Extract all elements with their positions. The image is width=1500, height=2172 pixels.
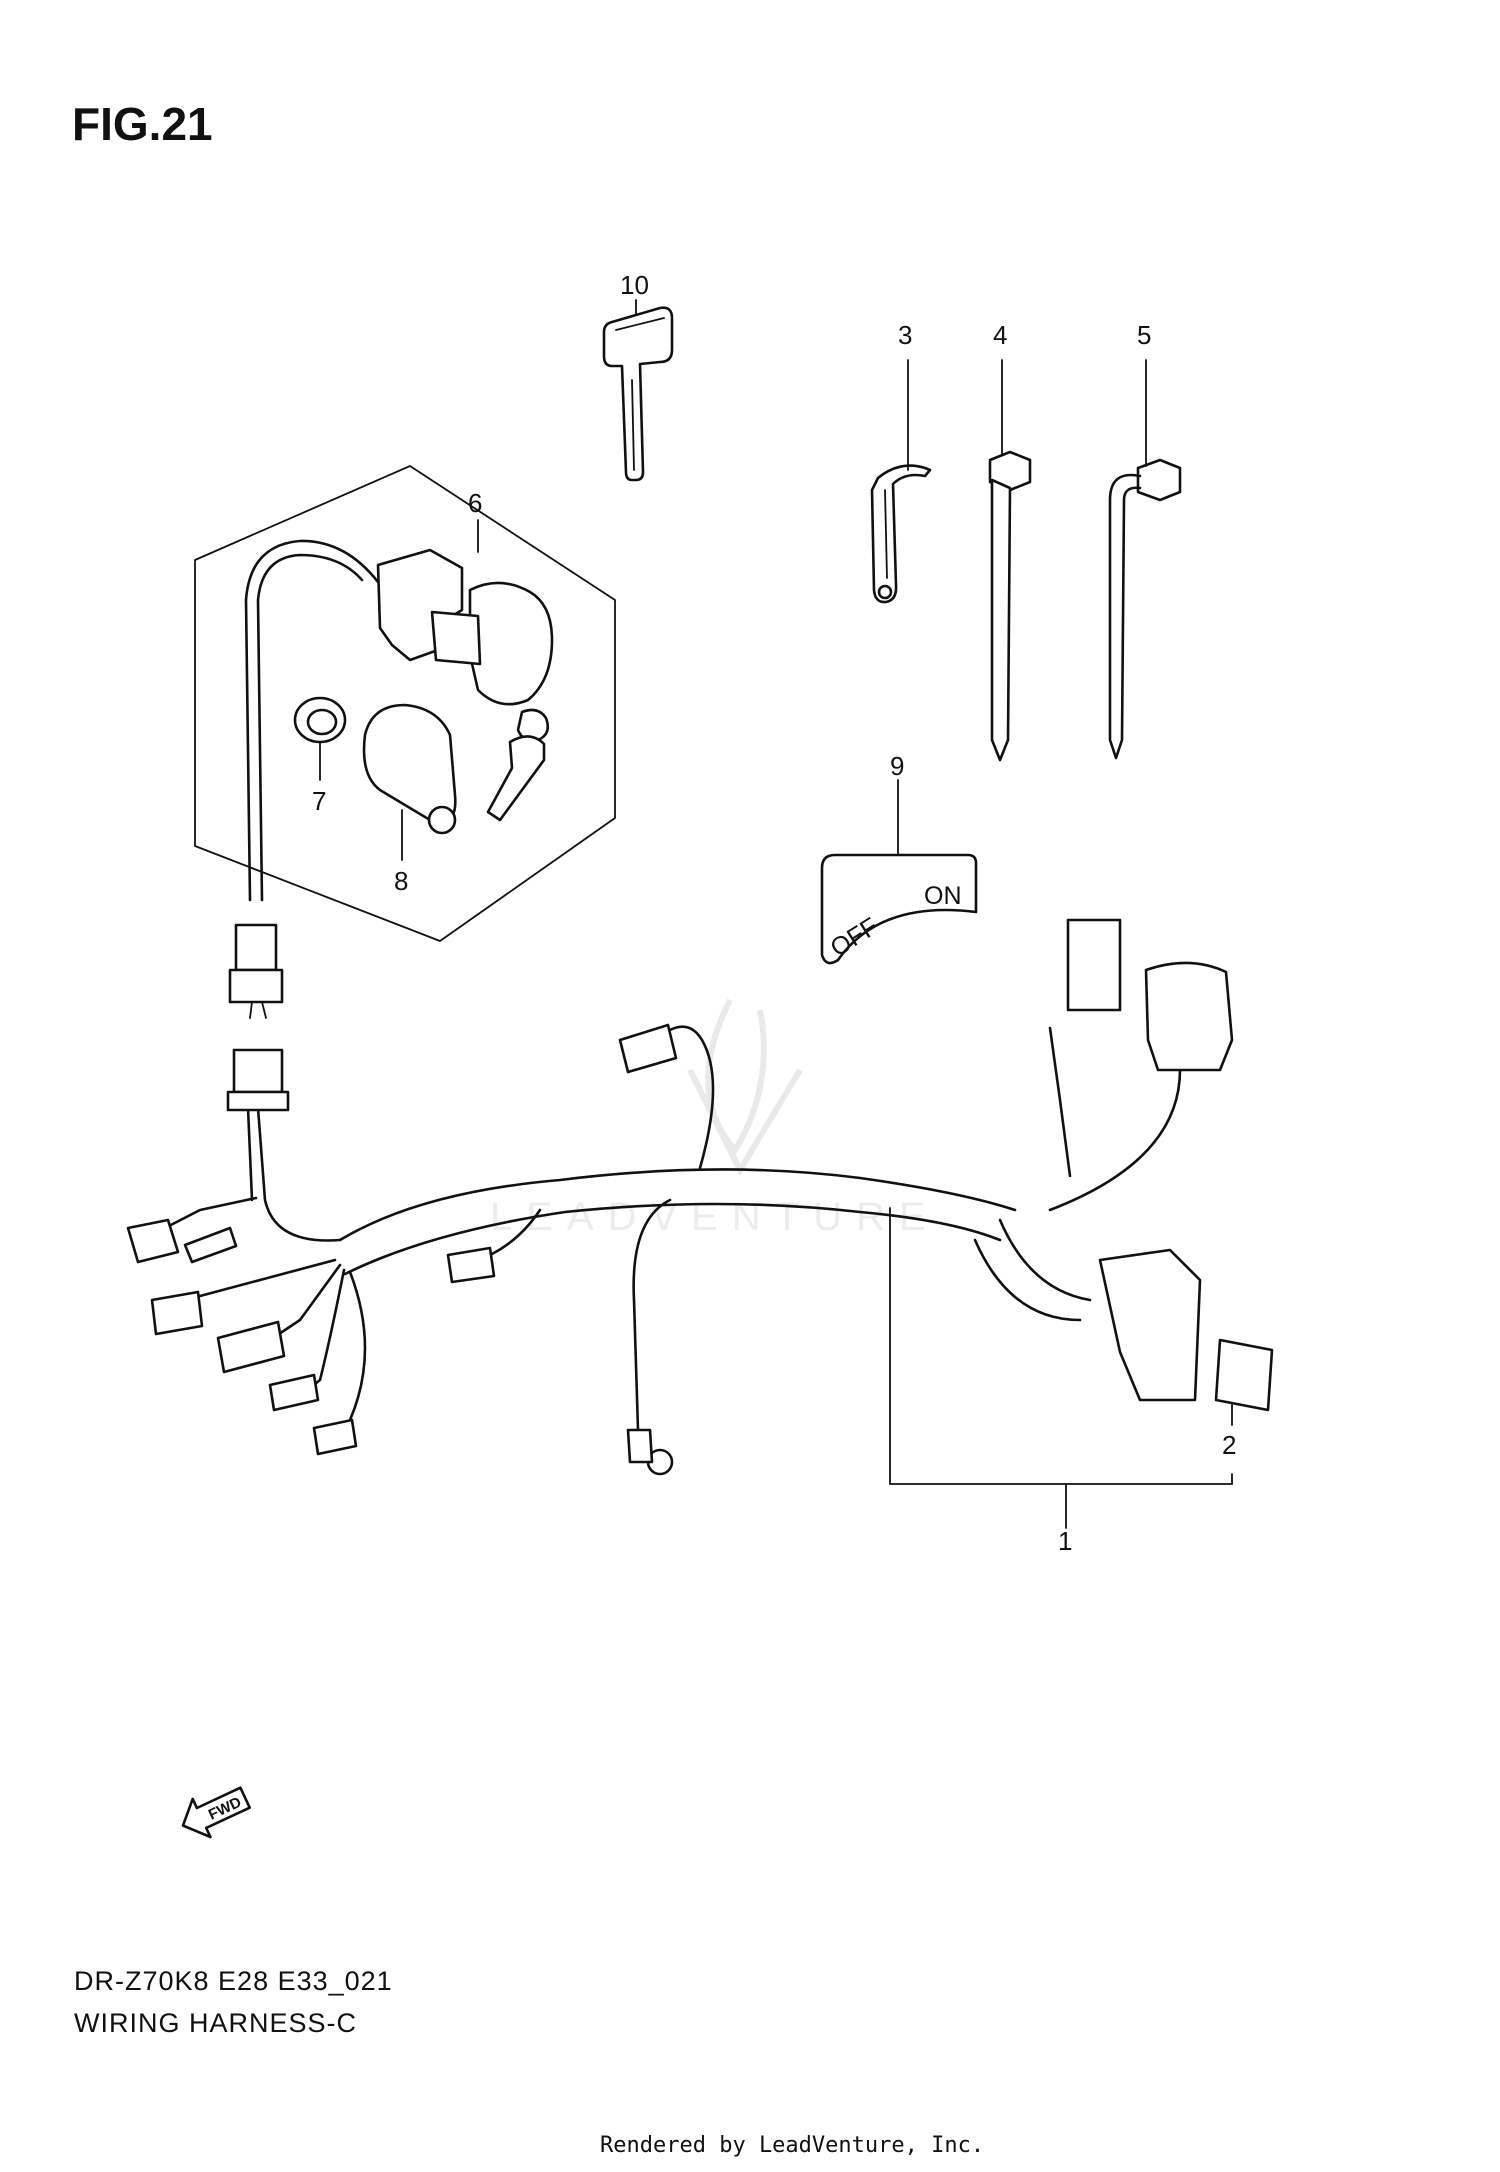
callout-8: 8 [394,866,408,896]
part-clamp [870,464,932,604]
rendered-by: Rendered by LeadVenture, Inc. [600,2133,984,2158]
svg-text:LEADVENTURE: LEADVENTURE [490,1195,940,1239]
fwd-arrow: FWD [181,1786,251,1839]
ignition-switch-assembly [194,465,616,1019]
callout-4: 4 [993,320,1007,350]
switch-on-label: ON [924,882,962,910]
callout-bracket-1 [889,1207,1233,1529]
diagram-code: DR-Z70K8 E28 E33_021 [74,1966,393,1996]
callout-6: 6 [468,488,482,518]
callout-7: 7 [312,786,326,816]
leadventure-watermark: LEADVENTURE [490,998,940,1239]
part-cable-tie-4 [988,450,1032,762]
part-cable-tie-5 [1108,458,1182,760]
callout-9: 9 [890,751,904,781]
part-key [602,306,674,482]
callout-10: 10 [620,270,649,300]
callout-1: 1 [1058,1526,1072,1556]
diagram-name: WIRING HARNESS-C [74,2008,357,2038]
callout-5: 5 [1137,320,1151,350]
callout-3: 3 [898,320,912,350]
callout-2: 2 [1222,1430,1236,1460]
figure-title: FIG.21 [72,98,213,150]
main-wiring-harness [126,918,1274,1476]
switch-plate: OFF ON [820,853,978,965]
